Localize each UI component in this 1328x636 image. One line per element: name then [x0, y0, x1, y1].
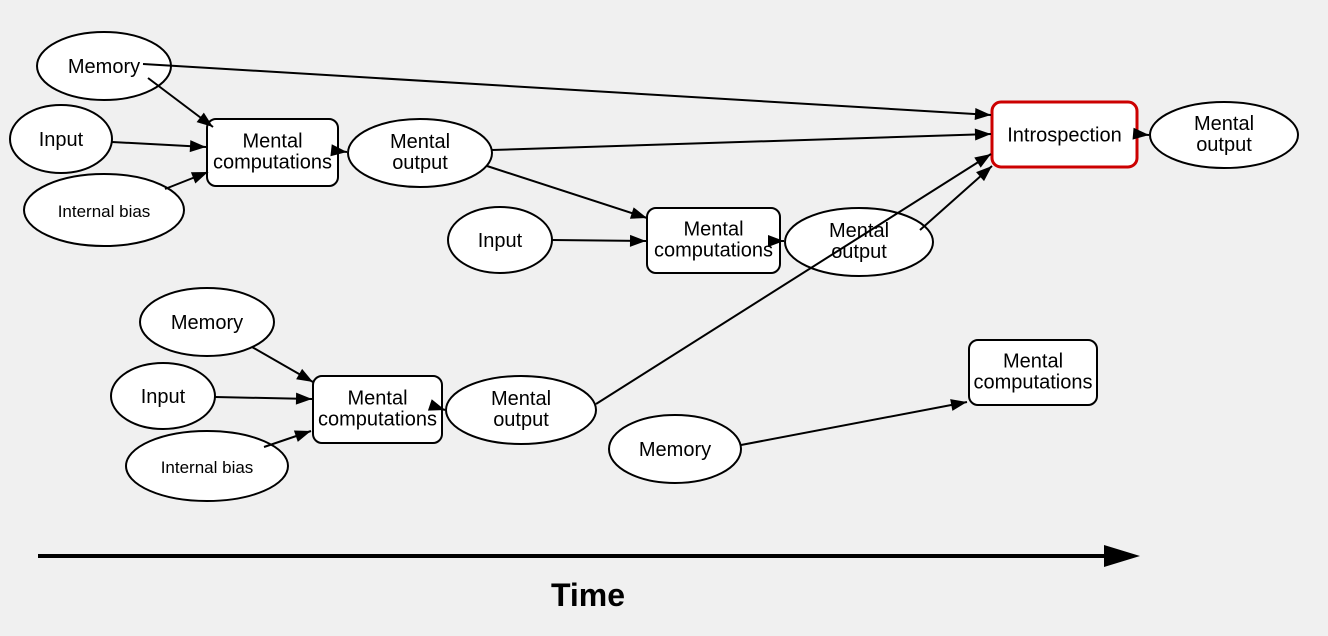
input-3: Input: [110, 362, 216, 430]
input-1-label: Input: [39, 129, 84, 151]
input-1: Input: [9, 104, 113, 174]
mental-output-3-shape: [445, 375, 597, 445]
edge-internal-bias-2-to-mental-computations-3: [263, 430, 312, 448]
memory-2-shape: [139, 287, 275, 357]
internal-bias-2: Internal bias: [125, 430, 289, 502]
internal-bias-2-shape: [125, 430, 289, 502]
edge-mental-output-2-to-introspection: [919, 165, 993, 231]
internal-bias-1-shape: [23, 173, 185, 247]
memory-1: Memory: [36, 31, 172, 101]
input-2: Input: [447, 206, 553, 274]
mental-output-4-shape: [1149, 101, 1299, 169]
mental-computations-4-shape: [968, 339, 1098, 406]
mental-output-2-shape: [784, 207, 934, 277]
internal-bias-2-label: Internal bias: [161, 458, 254, 477]
time-axis: Time: [38, 545, 1140, 613]
memory-2-label: Memory: [171, 312, 243, 334]
input-1-shape: [9, 104, 113, 174]
mental-output-1-shape: [347, 118, 493, 188]
time-axis-arrowhead-icon: [1104, 545, 1140, 567]
time-axis-label: Time: [551, 577, 625, 613]
edge-mental-computations-1-to-mental-output-1: [330, 144, 348, 157]
memory-2: Memory: [139, 287, 275, 357]
edge-memory-1-to-introspection: [142, 63, 992, 121]
edge-introspection-to-mental-output-4: [1132, 127, 1150, 140]
edge-memory-3-to-mental-computations-4: [740, 399, 968, 446]
memory-1-label: Memory: [68, 56, 140, 78]
memory-3: Memory: [608, 414, 742, 484]
internal-bias-1: Internal bias: [23, 173, 185, 247]
internal-bias-1-label: Internal bias: [58, 202, 151, 221]
introspection-label: Introspection: [1007, 125, 1122, 147]
edge-mental-output-1-to-mental-computations-2: [486, 165, 648, 219]
edge-mental-output-3-to-introspection: [595, 153, 992, 405]
edges-layer: [111, 63, 1150, 448]
edge-mental-output-1-to-introspection: [491, 128, 992, 151]
edge-memory-1-to-mental-computations-1: [147, 77, 214, 128]
input-3-label: Input: [141, 386, 186, 408]
edge-mental-computations-3-to-mental-output-3: [427, 399, 446, 411]
memory-3-shape: [608, 414, 742, 484]
introspection: Introspection: [990, 100, 1139, 169]
input-3-shape: [110, 362, 216, 430]
input-2-label: Input: [478, 230, 523, 252]
edge-input-1-to-mental-computations-1: [111, 140, 207, 153]
edge-memory-2-to-mental-computations-3: [251, 346, 314, 383]
edge-input-2-to-mental-computations-2: [551, 234, 647, 247]
edge-input-3-to-mental-computations-3: [214, 392, 313, 405]
memory-3-label: Memory: [639, 439, 711, 461]
edge-internal-bias-1-to-mental-computations-1: [164, 171, 209, 190]
